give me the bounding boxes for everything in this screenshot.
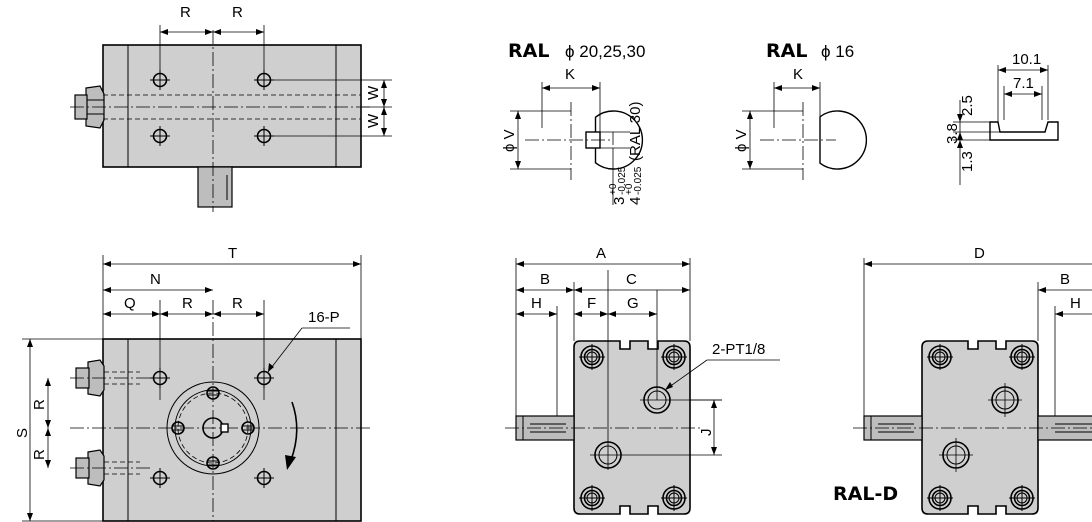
dim-r-label: R: [180, 4, 191, 21]
dim-c-label: C: [626, 271, 637, 288]
shaft-section-keyed: [594, 110, 644, 170]
model-label: RAL: [508, 40, 549, 62]
dim-k-label: K: [565, 66, 575, 83]
double-body: [921, 340, 1039, 515]
dim-b-label: B: [540, 271, 550, 288]
dim-r-label: R: [182, 295, 193, 312]
rotation-arrow-icon: [290, 401, 298, 461]
size-label: ϕ 20,25,30: [565, 42, 645, 61]
slot-profile: [989, 121, 1059, 141]
dim-d-label: D: [974, 245, 985, 262]
dim-2-5: 2.5: [959, 95, 976, 116]
dim-v-label: ϕ V: [501, 129, 518, 152]
dim-v-label: ϕ V: [733, 129, 750, 152]
dim-q-label: Q: [124, 295, 136, 312]
tol-upper: +0: [624, 183, 635, 195]
dim-a-label: A: [596, 245, 606, 262]
flange-outer: [166, 381, 260, 475]
size-label: ϕ 16: [821, 42, 854, 61]
dim-3-8: 3.8: [944, 123, 961, 144]
ral30-note: (RAL 30): [627, 102, 644, 161]
dim-f-label: F: [587, 295, 596, 312]
shaft-stub: [197, 166, 233, 208]
section-ral-20-25-30: RAL ϕ 20,25,30 K ϕ V 3 +0 -0.025 4 +0 -0…: [501, 40, 645, 205]
dim-r-label: R: [232, 4, 243, 21]
model-label: RAL: [766, 40, 807, 62]
dim-t-label: T: [228, 245, 237, 262]
dim-r-label: R: [31, 449, 48, 460]
dim-n-label: N: [150, 271, 161, 288]
dim-1-3: 1.3: [959, 151, 976, 172]
body-block-front: [102, 338, 362, 522]
tol-lower: -0.025: [633, 166, 644, 195]
shaft-section-flat: [819, 110, 868, 170]
hole-note: 16-P: [308, 309, 340, 326]
port-note: 2-PT1/8: [712, 341, 765, 358]
dim-7-1: 7.1: [1013, 75, 1034, 92]
dim-j-label: J: [698, 429, 715, 437]
tol-lower: -0.025: [617, 166, 628, 195]
dim-10-1: 10.1: [1012, 51, 1041, 68]
dim-b-label: B: [1060, 271, 1070, 288]
side-body: [573, 340, 691, 515]
section-ral-16: RAL ϕ 16 K ϕ V: [733, 40, 868, 180]
model-label-ral-d: RAL-D: [833, 483, 898, 505]
dim-r-label: R: [31, 399, 48, 410]
key-slot-detail: 10.1 7.1 2.5 3.8 1.3: [944, 51, 1059, 185]
dim-s-label: S: [14, 428, 31, 438]
dim-r-label: R: [232, 295, 243, 312]
dim-h-label: H: [531, 295, 542, 312]
top-left-view: R R W W: [70, 4, 392, 212]
tol-upper: +0: [608, 183, 619, 195]
body-block-top: [102, 44, 362, 168]
side-view: A B C H F G J 2-PT1/8: [505, 245, 780, 515]
bottom-left-view: T N Q R R 16-P S R R: [14, 245, 372, 522]
tol-4-value: 4: [627, 197, 644, 205]
dim-k-label: K: [793, 66, 803, 83]
double-view: D B H RAL-D: [833, 245, 1092, 515]
dim-w-label: W: [365, 113, 382, 128]
tol-3-value: 3: [611, 197, 628, 205]
dim-h-label: H: [1070, 295, 1081, 312]
dim-w-label: W: [365, 85, 382, 100]
dim-g-label: G: [627, 295, 639, 312]
